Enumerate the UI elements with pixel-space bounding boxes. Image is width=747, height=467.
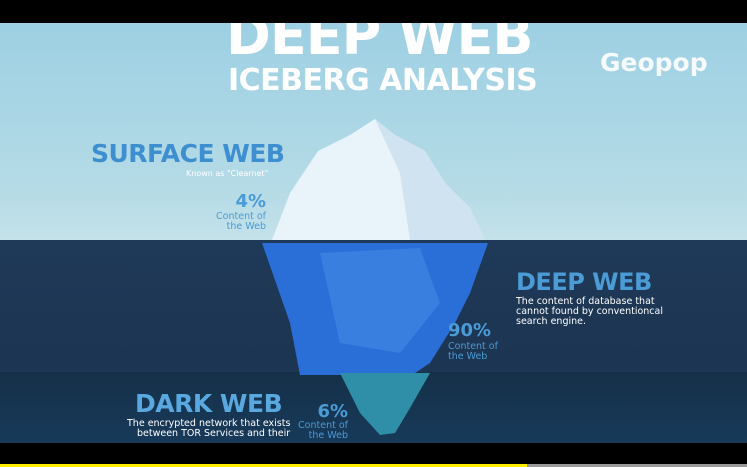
deep-web-description-1: The content of database that: [516, 296, 655, 307]
dark-web-title: DARK WEB: [135, 389, 283, 418]
iceberg-tip-shade: [375, 119, 485, 240]
deep-web-title: DEEP WEB: [516, 268, 652, 296]
surface-web-caption-1: Content of: [216, 211, 266, 222]
geopop-logo: Geopop: [600, 48, 708, 77]
iceberg-illustration: [262, 119, 488, 435]
iceberg-underwater-light: [320, 248, 440, 353]
surface-web-title: SURFACE WEB: [91, 139, 285, 168]
surface-web-percent: 4%: [235, 191, 266, 212]
deep-web-caption-1: Content of: [448, 341, 498, 352]
deep-web-description-2: cannot found by conventioncal: [516, 306, 663, 317]
infographic-frame: DEEP WEB ICEBERG ANALYSIS Geopop SURFACE…: [0, 23, 747, 443]
deep-web-description-3: search engine.: [516, 316, 586, 327]
deep-web-percent: 90%: [448, 320, 492, 341]
dark-web-caption-1: Content of: [298, 420, 348, 431]
dark-web-description-2: between TOR Services and their: [137, 428, 291, 439]
dark-web-description-1: The encrypted network that exists: [127, 418, 291, 429]
dark-web-percent: 6%: [317, 401, 348, 422]
video-progress-bar[interactable]: [0, 464, 747, 467]
surface-web-description: Known as "Clearnet": [186, 169, 269, 178]
dark-web-caption-2: the Web: [308, 430, 348, 441]
video-progress-fill: [0, 464, 527, 467]
deep-web-caption-2: the Web: [448, 351, 488, 362]
surface-web-caption-2: the Web: [226, 221, 266, 232]
page-subtitle: ICEBERG ANALYSIS: [228, 63, 538, 98]
iceberg-deep-part: [340, 373, 430, 435]
page-title: DEEP WEB: [226, 23, 534, 67]
